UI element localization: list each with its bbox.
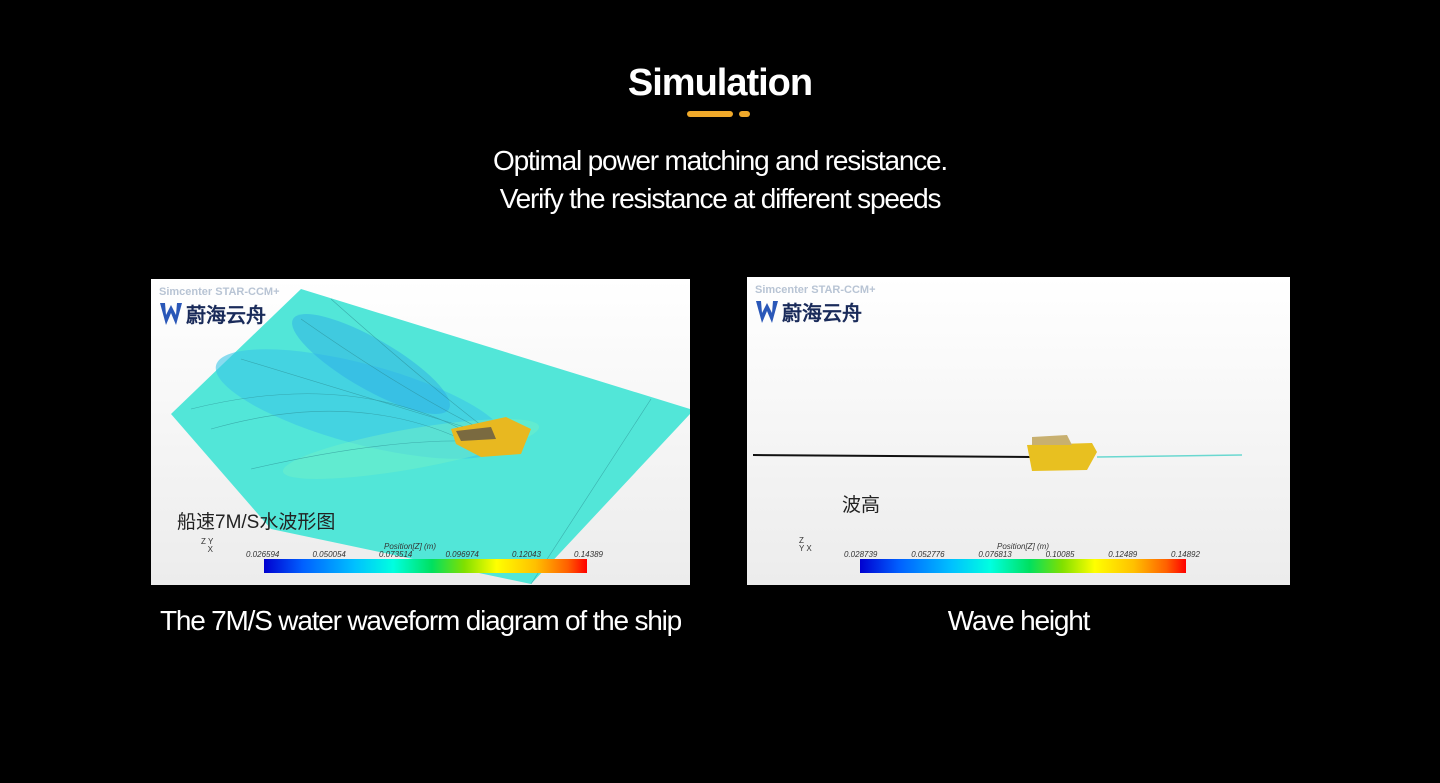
legend-tick: 0.12489 (1108, 550, 1138, 559)
subtitle-line-2: Verify the resistance at different speed… (499, 183, 942, 214)
wave-profile (752, 435, 1243, 471)
legend-tick: 0.073514 (379, 550, 413, 559)
logo-w-icon (756, 300, 778, 323)
title-underline (687, 111, 733, 117)
legend-tick: 0.052776 (911, 550, 945, 559)
title-underline-dot (739, 111, 750, 117)
legend-tick: 0.10085 (1045, 550, 1075, 559)
legend-ticks: 0.026594 0.050054 0.073514 0.096974 0.12… (246, 550, 603, 559)
company-logo: 蔚海云舟 (755, 297, 862, 326)
ship-model (451, 417, 531, 457)
axis-triad-icon: Z Y X (201, 537, 214, 554)
legend-tick: 0.076813 (978, 550, 1012, 559)
color-scale-bar (860, 559, 1186, 573)
subtitle-line-1: Optimal power matching and resistance. (493, 145, 948, 176)
logo-w-icon (160, 302, 182, 325)
caption-waveform: The 7M/S water waveform diagram of the s… (159, 605, 682, 636)
software-brand: Simcenter STAR-CCM+ (755, 284, 876, 296)
legend-tick: 0.096974 (445, 550, 479, 559)
overlay-label: 波高 (842, 495, 881, 516)
ship-model (1027, 435, 1097, 471)
wave-contour-plane (171, 289, 690, 585)
legend-tick: 0.026594 (246, 550, 280, 559)
legend-tick: 0.050054 (312, 550, 346, 559)
legend-tick: 0.14389 (574, 550, 603, 559)
logo-text: 蔚海云舟 (782, 303, 862, 325)
caption-wave-height: Wave height (947, 605, 1091, 636)
company-logo: 蔚海云舟 (159, 299, 266, 328)
overlay-label: 船速7M/S水波形图 (177, 512, 336, 533)
legend-title: Position[Z] (m) (997, 542, 1050, 551)
legend-title: Position[Z] (m) (384, 542, 437, 551)
color-scale-bar (264, 559, 587, 573)
logo-text: 蔚海云舟 (186, 305, 266, 327)
legend-tick: 0.028739 (844, 550, 878, 559)
page-title: Simulation (627, 62, 813, 104)
legend-tick: 0.12043 (512, 550, 541, 559)
waveform-simulation-image: Simcenter STAR-CCM+ 蔚海云舟 船速7M/S水波形图 Z Y … (151, 279, 690, 585)
legend-ticks: 0.028739 0.052776 0.076813 0.10085 0.124… (844, 550, 1200, 559)
legend-tick: 0.14892 (1171, 550, 1200, 559)
software-brand: Simcenter STAR-CCM+ (159, 286, 280, 298)
